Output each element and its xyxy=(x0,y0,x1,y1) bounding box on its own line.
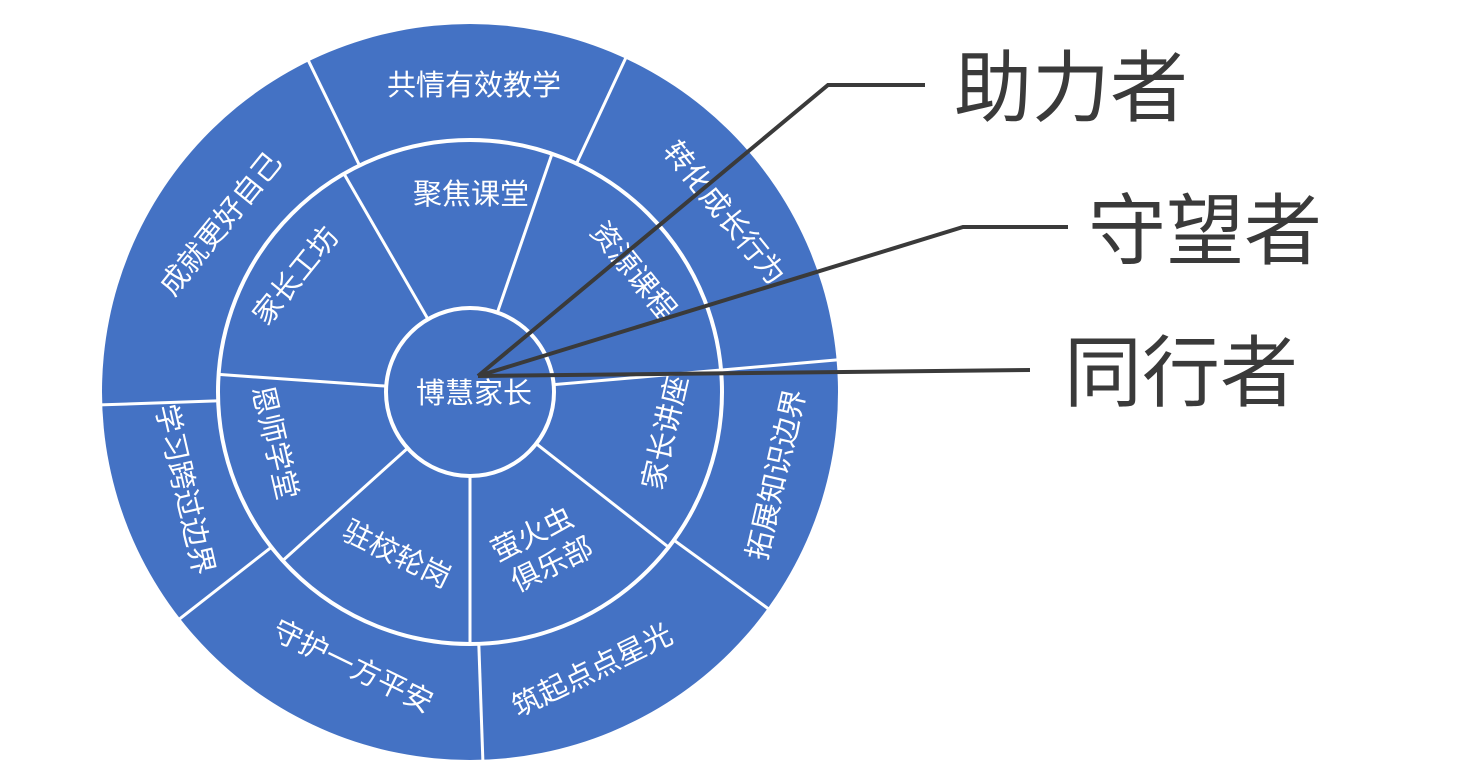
outer-divider-2 xyxy=(574,56,628,167)
outer-segment-label-1: 共情有效教学 xyxy=(387,68,561,102)
callout-label-2: 守望者 xyxy=(1088,187,1322,277)
outer-divider-4 xyxy=(671,537,771,611)
outer-divider-6 xyxy=(177,544,274,621)
outer-divider-3 xyxy=(718,358,839,372)
outer-divider-7 xyxy=(100,399,221,407)
inner-divider-7 xyxy=(218,372,387,388)
inner-divider-6 xyxy=(281,447,409,562)
leader-line-2 xyxy=(477,225,1068,378)
leader-line-1 xyxy=(476,83,925,378)
inner-divider-4 xyxy=(535,442,670,549)
callout-label-1: 助力者 xyxy=(954,44,1188,134)
inner-ring-dividers xyxy=(218,153,722,644)
center-label: 博慧家长 xyxy=(416,376,532,410)
inner-divider-1 xyxy=(342,173,430,321)
callout-label-3: 同行者 xyxy=(1064,329,1298,419)
outer-divider-5 xyxy=(477,641,485,762)
inner-divider-2 xyxy=(495,153,554,314)
outer-divider-1 xyxy=(306,58,362,168)
inner-segment-label-1: 聚焦课堂 xyxy=(413,177,529,211)
outer-ring-dividers xyxy=(100,56,839,762)
leader-line-3 xyxy=(477,368,1031,378)
